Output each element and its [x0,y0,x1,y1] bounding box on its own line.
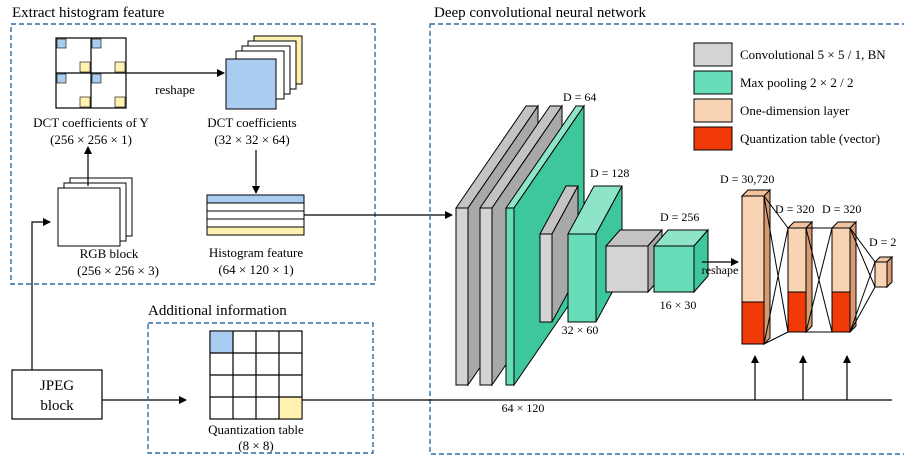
rgb-block-stack [57,177,133,247]
dim-64x120: 64 × 120 [502,401,545,415]
jpeg-block: JPEG block [11,369,103,420]
dim-16x30: 16 × 30 [660,298,697,312]
deep-section: Deep convolutional neural network Convol… [429,5,904,455]
legend-fc-label: One-dimension layer [740,103,850,118]
legend-qt-label: Quantization table (vector) [740,131,880,146]
dct-y-dim: (256 × 256 × 1) [50,132,132,147]
reshape-fc-label: reshape [702,263,739,277]
legend-pool-label: Max pooling 2 × 2 / 2 [740,75,854,90]
jpeg-to-rgb-arrow [31,218,51,370]
d256-label: D = 256 [660,210,699,224]
fc2-label: D = 320 [775,202,814,216]
histogram-label: Histogram feature [209,245,303,260]
quantization-table-grid [209,330,303,420]
histogram-dim: (64 × 120 × 1) [218,262,293,277]
histogram-feature [206,194,305,236]
dct-y-grid [55,37,127,109]
additional-dashed-box [147,322,374,454]
extract-section-title: Extract histogram feature [12,5,165,21]
jpeg-label-line2: block [40,398,74,414]
fc-connections [763,195,876,345]
legend-qt-swatch [693,126,733,151]
legend-fc-swatch [693,98,733,123]
legend-conv-swatch [693,42,733,67]
d64-label: D = 64 [563,90,596,104]
dct-y-label: DCT coefficients of Y [33,115,149,130]
legend-pool-swatch [693,70,733,95]
deep-dashed-box [429,23,904,455]
qtable-dim: (8 × 8) [238,438,274,453]
legend-conv-label: Convolutional 5 × 5 / 1, BN [740,47,886,62]
fc-layer-4 [873,255,894,289]
fc4-label: D = 2 [869,235,896,249]
dim-32x60: 32 × 60 [562,323,599,337]
dct-coef-dim: (32 × 32 × 64) [214,132,289,147]
legend: Convolutional 5 × 5 / 1, BN Max pooling … [693,42,886,151]
fc-layer-3 [830,220,858,334]
pool-block-3 [652,228,710,294]
reshape-label: reshape [155,82,195,97]
fc3-label: D = 320 [822,202,861,216]
extract-section: Extract histogram feature DCT coefficien… [10,5,376,285]
qtable-label: Quantization table [208,422,304,437]
jpeg-label-line1: JPEG [40,378,74,394]
dct-coef-label: DCT coefficients [207,115,296,130]
fc-layer-1 [740,188,772,346]
deep-section-title: Deep convolutional neural network [434,5,647,21]
fc-layer-2 [786,220,814,334]
dct-coef-stack [225,35,303,110]
fc1-label: D = 30,720 [720,172,774,186]
additional-section-title: Additional information [148,303,287,319]
rgb-dim: (256 × 256 × 3) [77,263,159,278]
additional-section: Additional information Quantization tabl… [147,303,374,454]
qtable-to-fc-lines [302,355,892,401]
d128-label: D = 128 [590,166,629,180]
rgb-label: RGB block [80,246,139,261]
